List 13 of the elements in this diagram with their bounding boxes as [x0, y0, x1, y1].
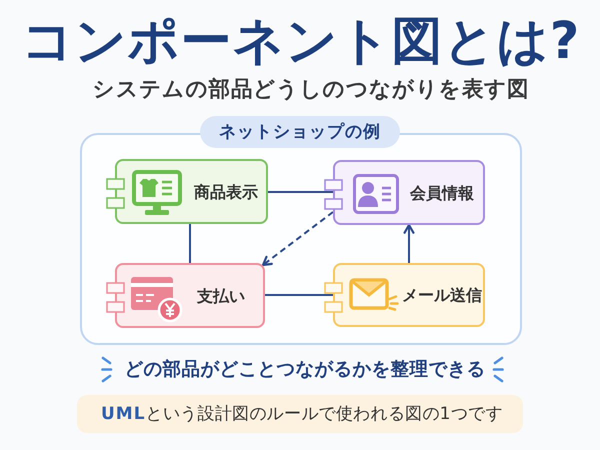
summary-text: どの部品がどことつながるかを整理できる [124, 358, 486, 382]
note-banner: UMLという設計図のルールで使われる図の1つです [77, 395, 523, 433]
arrow [404, 224, 414, 263]
title: コンポーネント図とは? [22, 13, 580, 72]
arrow [262, 211, 334, 266]
connector-line [189, 224, 191, 263]
subtitle: システムの部品どうしのつながりを表す図 [92, 77, 530, 103]
component-label: 支払い [197, 286, 245, 306]
connector-line [268, 191, 333, 193]
component-label: メール送信 [402, 285, 482, 305]
component-label: 商品表示 [194, 182, 258, 202]
component-label: 会員情報 [410, 182, 474, 202]
group-heading: ネットショップの例 [200, 116, 400, 148]
